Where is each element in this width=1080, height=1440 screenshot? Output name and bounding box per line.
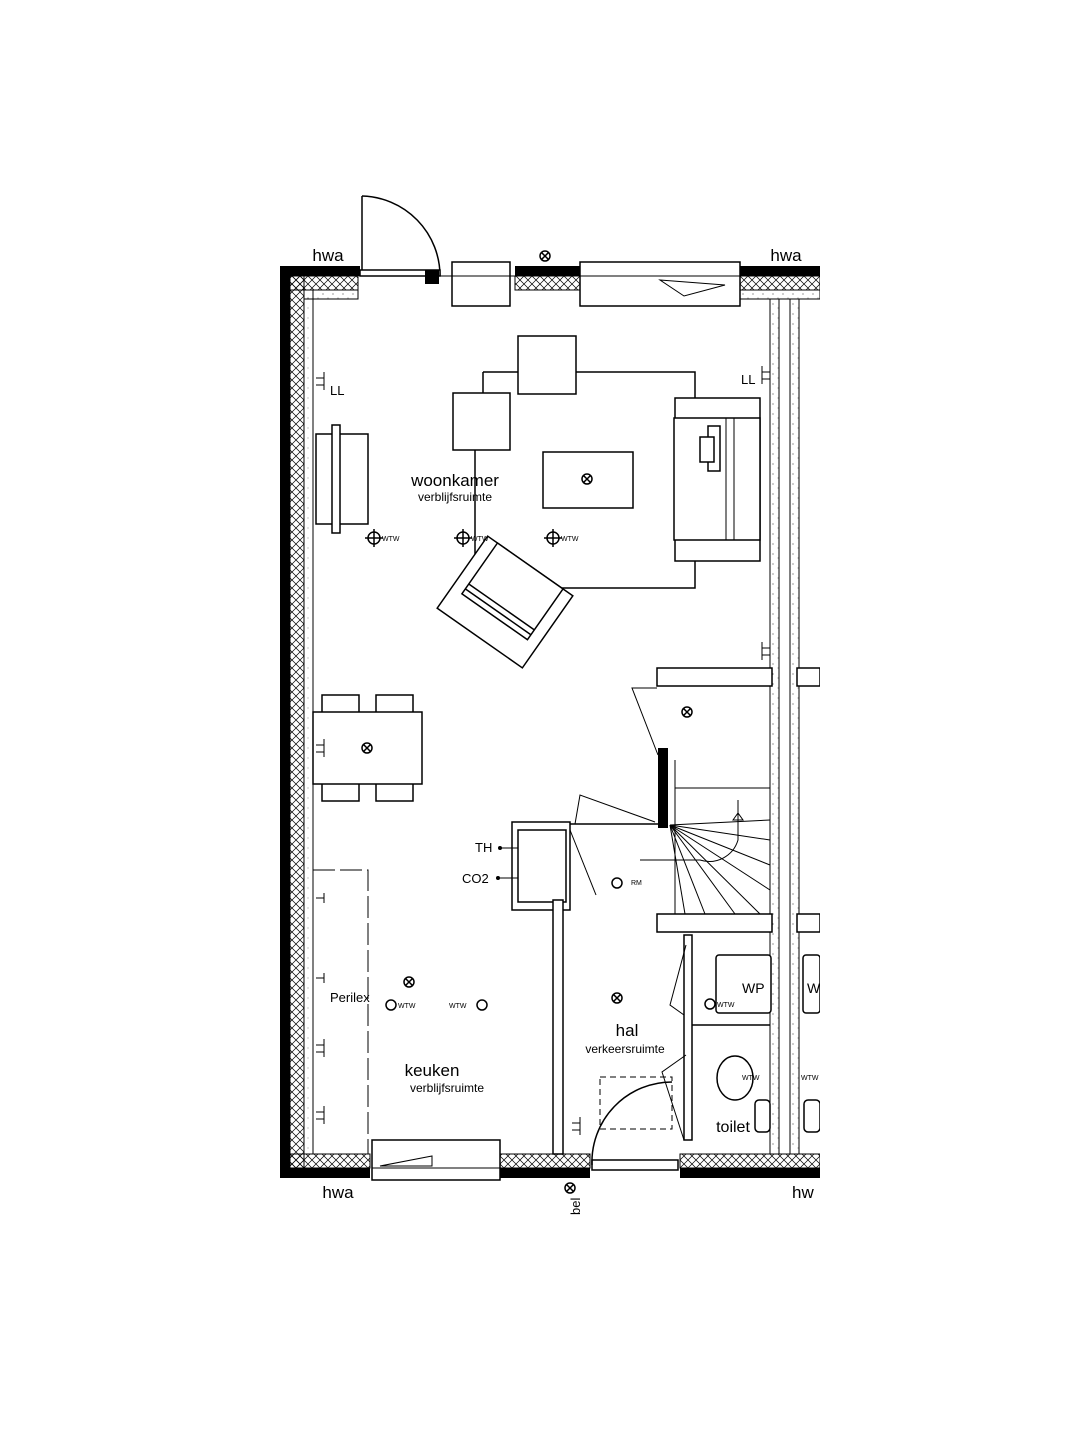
kitchen-counter [313,869,369,1154]
label-wtw: WTW [561,536,579,543]
window-top-right [579,261,741,307]
label-bel: bel [568,1198,583,1215]
outlet-icons [316,366,770,1135]
label-wtw: WTW [471,536,489,543]
front-door[interactable] [359,195,441,284]
label-hwa-clipped: hw [792,1183,814,1202]
label-wp-clipped: W [807,980,821,996]
label-ll: LL [330,383,344,398]
room-name: woonkamer [410,471,499,490]
label-ll: LL [741,372,755,387]
window-bottom [371,1139,501,1181]
room-function: verblijfsruimte [410,1081,484,1095]
label-hwa: hwa [770,246,802,265]
front-entrance-door[interactable] [591,1076,679,1171]
room-label-toilet: toilet [716,1119,750,1136]
toilet-fixtures [715,954,821,1133]
label-wp: WP [742,980,765,996]
label-hwa: hwa [322,1183,354,1202]
room-name: hal [616,1021,639,1040]
label-rm: RM [631,880,642,887]
label-hwa: hwa [312,246,344,265]
label-wtw: WTW [382,536,400,543]
living-room-furniture [315,335,761,669]
window-top-left [440,261,515,307]
label-co2-sensor: CO2 [462,871,489,886]
room-function: verblijfsruimte [418,490,492,504]
room-label-woonkamer: woonkamer verblijfsruimte [410,471,499,504]
exterior-walls [280,266,821,1178]
label-perilex: Perilex [330,990,370,1005]
label-wtw: WTW [398,1003,416,1010]
ventilation-icons [365,529,716,1011]
ceiling-light-icons [361,250,693,1194]
label-wtw: WTW [717,1002,735,1009]
staircase [640,760,771,915]
room-label-hal: hal verkeersruimte [585,1021,665,1056]
label-thermostat: TH [475,840,492,855]
room-label-keuken: keuken verblijfsruimte [405,1061,485,1095]
interior-walls [511,667,821,1155]
label-wtw: WTW [742,1075,760,1082]
label-wtw: WTW [801,1075,819,1082]
label-wtw: WTW [449,1003,467,1010]
room-name: keuken [405,1061,460,1080]
room-function: verkeersruimte [585,1042,665,1056]
